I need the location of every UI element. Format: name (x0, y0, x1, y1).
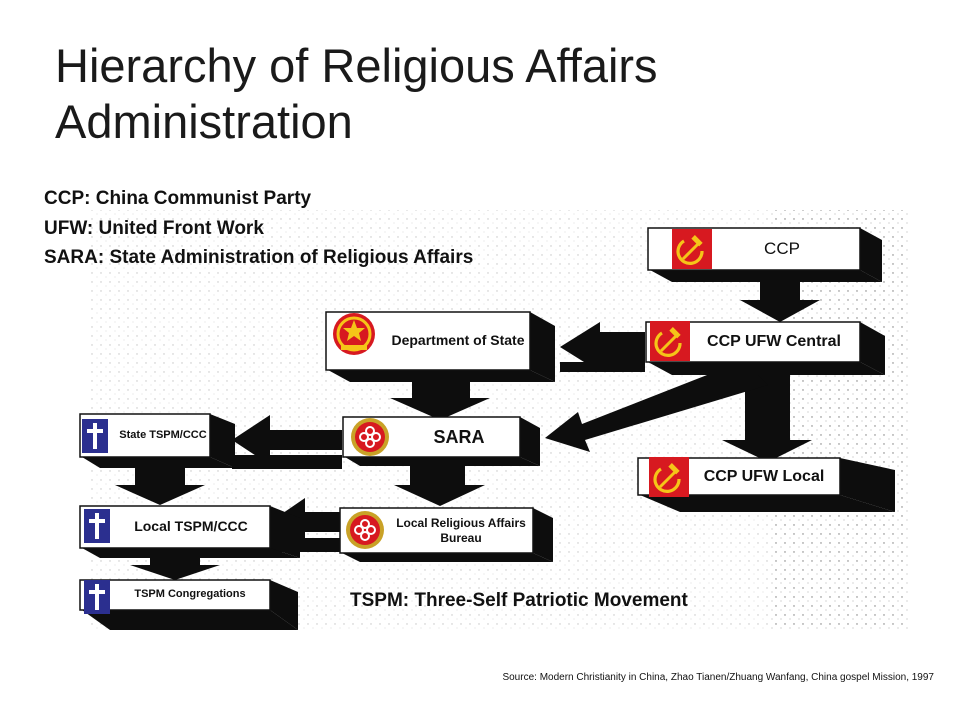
connector-arrows (115, 272, 820, 580)
abbr-ccp: CCP: China Communist Party (44, 188, 312, 209)
sara-box (342, 416, 540, 466)
arrow-central-to-dept-shadow (560, 362, 645, 372)
local-tspm-box (79, 505, 300, 558)
arrow-sara-to-state-shadow (232, 455, 342, 469)
arrow-dept-to-sara (390, 372, 490, 420)
node-label-ccp: CCP (764, 239, 800, 259)
page-title: Hierarchy of Religious Affairs Administr… (55, 39, 658, 148)
local-bureau-box (339, 507, 553, 562)
tspm-footnote: TSPM: Three-Self Patriotic Movement (350, 590, 688, 611)
arrow-state-to-local (115, 457, 205, 505)
node-label-congregations: TSPM Congregations (134, 588, 246, 601)
arrow-ccp-to-central (740, 272, 820, 322)
congregations-box (79, 579, 298, 630)
arrow-sara-to-state (232, 415, 342, 465)
node-label-ccp-ufw-local: CCP UFW Local (703, 468, 825, 485)
node-label-sara: SARA (433, 426, 485, 447)
hammer-sickle-icon (647, 455, 691, 499)
arrow-central-to-sara (545, 362, 768, 452)
source-citation: Source: Modern Christianity in China, Zh… (502, 672, 934, 683)
node-label-department-of-state: Department of State (391, 332, 525, 349)
ccp-ufw-central-box (645, 319, 885, 375)
hammer-sickle-icon (670, 227, 714, 271)
sara-emblem-icon (345, 510, 385, 550)
hammer-sickle-icon (648, 319, 692, 363)
ccp-ufw-local-box (637, 455, 895, 512)
cross-icon (82, 419, 108, 453)
node-label-local-tspm: Local TSPM/CCC (134, 518, 248, 535)
state-tspm-box (79, 413, 235, 468)
national-emblem-icon (331, 311, 377, 357)
node-label-state-tspm: State TSPM/CCC (119, 428, 207, 441)
cross-icon (84, 580, 110, 614)
ccp-box (647, 227, 882, 282)
arrow-central-to-dept (560, 322, 645, 372)
arrow-central-to-local (722, 362, 812, 462)
node-label-ccp-ufw-central: CCP UFW Central (707, 333, 841, 350)
arrow-sara-to-bureau (394, 457, 485, 506)
sara-emblem-icon (350, 417, 390, 457)
cross-icon (84, 509, 110, 543)
node-label-local-bureau: Local Religious Affairs Bureau (396, 515, 526, 545)
department-of-state-box (325, 311, 555, 382)
